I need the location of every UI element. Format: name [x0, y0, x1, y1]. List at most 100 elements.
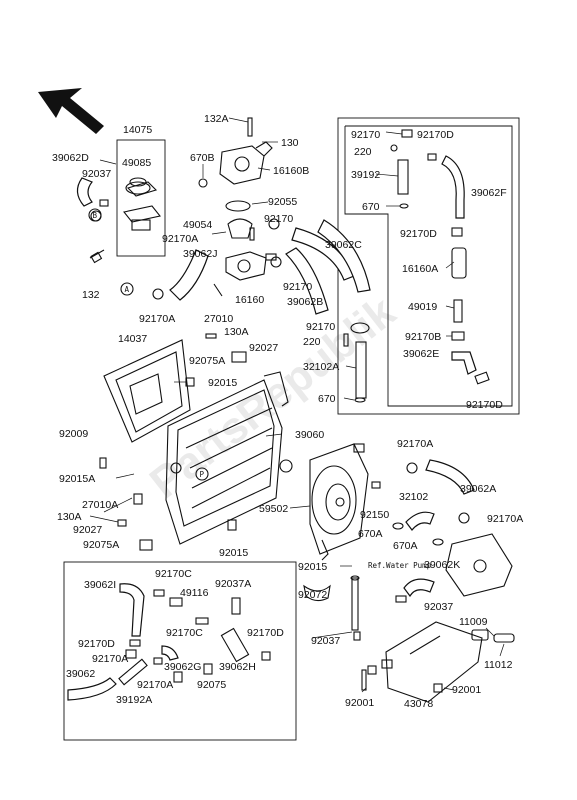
label-32102: 32102 — [399, 491, 428, 503]
label-16160: 16160 — [235, 294, 264, 306]
label-39192: 39192 — [351, 169, 380, 181]
label-39062H: 39062H — [219, 661, 256, 673]
label-92170B: 92170B — [405, 331, 441, 343]
label-220: 220 — [303, 336, 321, 348]
label-92015: 92015 — [298, 561, 327, 573]
radiator-cap-parts — [76, 177, 208, 264]
label-92170: 92170 — [283, 281, 312, 293]
label-92037: 92037 — [311, 635, 340, 647]
label-130A: 130A — [224, 326, 249, 338]
label-92170A: 92170A — [397, 438, 433, 450]
label-92037: 92037 — [82, 168, 111, 180]
label-49019: 49019 — [408, 301, 437, 313]
label-16160A: 16160A — [402, 263, 438, 275]
callout-P: P — [195, 467, 209, 481]
label-92015A: 92015A — [59, 473, 95, 485]
right-kit-parts — [390, 129, 490, 385]
label-92170: 92170 — [351, 129, 380, 141]
label-92170A: 92170A — [137, 679, 173, 691]
label-39062D: 39062D — [52, 152, 89, 164]
label-11012: 11012 — [484, 659, 513, 671]
svg-text:P: P — [200, 470, 205, 479]
label-92170A: 92170A — [92, 653, 128, 665]
label-92001: 92001 — [345, 697, 374, 709]
label-670A: 670A — [393, 540, 418, 552]
label-92072: 92072 — [298, 589, 327, 601]
label-92015: 92015 — [208, 377, 237, 389]
label-92015: 92015 — [219, 547, 248, 559]
label-220: 220 — [354, 146, 372, 158]
label-92170D: 92170D — [247, 627, 284, 639]
label-39062J: 39062J — [183, 248, 217, 260]
ref-water-pump-note: Ref.Water Pump — [368, 561, 432, 570]
label-14037: 14037 — [118, 333, 147, 345]
lower-bracket — [361, 621, 515, 703]
label-49085: 49085 — [122, 157, 151, 169]
label-92150: 92150 — [360, 509, 389, 521]
svg-text:B: B — [93, 211, 98, 220]
label-92170D: 92170D — [78, 638, 115, 650]
label-32102A: 32102A — [303, 361, 339, 373]
label-39062I: 39062I — [84, 579, 116, 591]
label-92027: 92027 — [73, 524, 102, 536]
label-92170: 92170 — [264, 213, 293, 225]
label-130A: 130A — [57, 511, 82, 523]
label-92170D: 92170D — [466, 399, 503, 411]
label-39060: 39060 — [295, 429, 324, 441]
label-92055: 92055 — [268, 196, 297, 208]
callout-B: B — [88, 208, 102, 222]
label-39062A: 39062A — [460, 483, 496, 495]
label-670A: 670A — [358, 528, 383, 540]
label-92170: 92170 — [306, 321, 335, 333]
cap-assembly-box — [116, 139, 166, 257]
label-49116: 49116 — [180, 587, 209, 599]
label-39062K: 39062K — [424, 559, 460, 571]
lower-hose-kit-box — [63, 561, 297, 741]
label-132A: 132A — [204, 113, 229, 125]
label-92170A: 92170A — [487, 513, 523, 525]
front-direction-arrow — [38, 88, 104, 134]
label-670: 670 — [362, 201, 380, 213]
label-27010A: 27010A — [82, 499, 118, 511]
label-92170D: 92170D — [417, 129, 454, 141]
label-92009: 92009 — [59, 428, 88, 440]
lower-hose-kit-parts — [67, 583, 271, 701]
label-92170A: 92170A — [139, 313, 175, 325]
upper-hoses — [152, 218, 371, 315]
callout-A: A — [120, 282, 134, 296]
thermostat-housing-parts — [219, 117, 277, 281]
label-39192A: 39192A — [116, 694, 152, 706]
label-59502: 59502 — [259, 503, 288, 515]
label-92170C: 92170C — [166, 627, 203, 639]
part-labels: 14075 39062D 49085 92037 670B 132A 130 1… — [52, 113, 523, 710]
label-92170D: 92170D — [400, 228, 437, 240]
label-14075: 14075 — [123, 124, 152, 136]
svg-text:A: A — [125, 285, 130, 294]
label-92075A: 92075A — [83, 539, 119, 551]
label-92075: 92075 — [197, 679, 226, 691]
label-39062E: 39062E — [403, 348, 439, 360]
label-130: 130 — [281, 137, 299, 149]
label-27010: 27010 — [204, 313, 233, 325]
label-92170C: 92170C — [155, 568, 192, 580]
label-670B: 670B — [190, 152, 215, 164]
label-39062B: 39062B — [287, 296, 323, 308]
label-92027: 92027 — [249, 342, 278, 354]
label-92170A: 92170A — [162, 233, 198, 245]
label-49054: 49054 — [183, 219, 212, 231]
label-39062: 39062 — [66, 668, 95, 680]
label-92037: 92037 — [424, 601, 453, 613]
label-670: 670 — [318, 393, 336, 405]
radiator-core — [99, 333, 293, 551]
label-39062C: 39062C — [325, 239, 362, 251]
pipe-32102A — [343, 322, 370, 403]
water-pump-hoses — [303, 459, 513, 641]
label-16160B: 16160B — [273, 165, 309, 177]
right-hose-kit-inner-frame — [344, 125, 513, 407]
cooling-fan — [309, 443, 381, 561]
leader-lines — [89, 117, 505, 693]
label-92001: 92001 — [452, 684, 481, 696]
label-11009: 11009 — [459, 616, 488, 628]
label-92037A: 92037A — [215, 578, 251, 590]
